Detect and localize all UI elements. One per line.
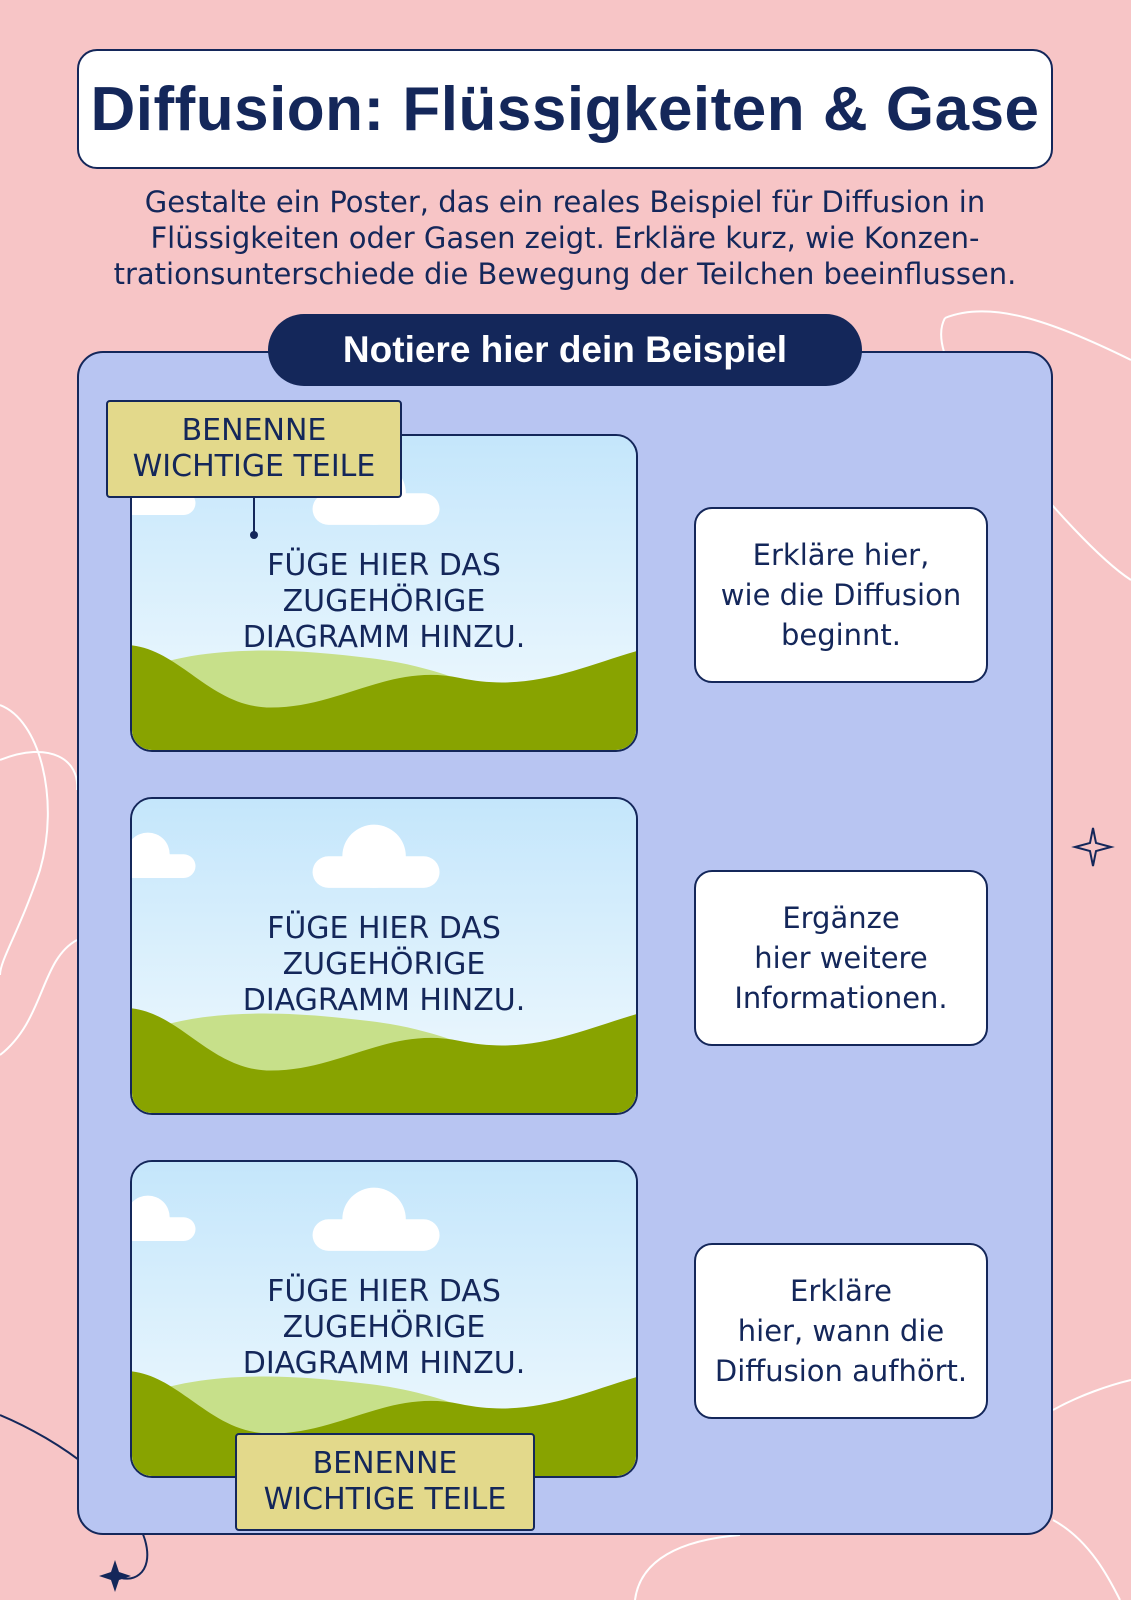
cloud-icon [312, 824, 440, 888]
panel-heading: Notiere hier dein Beispiel [342, 329, 788, 370]
intro-line: Flüssigkeiten oder Gasen zeigt. Erkläre … [150, 221, 980, 255]
page-title: Diffusion: Flüssigkeiten & Gase [90, 74, 1040, 144]
sparkle-icon [1071, 827, 1115, 867]
note-box-stop[interactable]: Erkläre hier, wann die Diffusion aufhört… [694, 1243, 988, 1419]
label-tag-1: BENENNE WICHTIGE TEILE [106, 400, 402, 498]
diagram-placeholder-2[interactable]: FÜGE HIER DAS ZUGEHÖRIGE DIAGRAMM HINZU. [130, 797, 638, 1115]
note-box-info[interactable]: Ergänze hier weitere Informationen. [694, 870, 988, 1046]
title-box: Diffusion: Flüssigkeiten & Gase [77, 49, 1053, 169]
landscape-illustration [132, 799, 636, 1113]
intro-line: Gestalte ein Poster, das ein reales Beis… [144, 185, 986, 219]
panel-heading-tab: Notiere hier dein Beispiel [268, 314, 862, 386]
cloud-icon [312, 1187, 440, 1251]
label-tag-2: BENENNE WICHTIGE TEILE [235, 1433, 535, 1531]
diagram-instruction: FÜGE HIER DAS ZUGEHÖRIGE DIAGRAMM HINZU. [242, 1274, 526, 1381]
diagram-instruction: FÜGE HIER DAS ZUGEHÖRIGE DIAGRAMM HINZU. [242, 911, 526, 1018]
note-box-start[interactable]: Erkläre hier, wie die Diffusion beginnt. [694, 507, 988, 683]
diagram-placeholder-3[interactable]: FÜGE HIER DAS ZUGEHÖRIGE DIAGRAMM HINZU. [130, 1160, 638, 1478]
diagram-instruction: FÜGE HIER DAS ZUGEHÖRIGE DIAGRAMM HINZU. [242, 548, 526, 655]
intro-line: trationsunterschiede die Bewegung der Te… [113, 257, 1017, 291]
intro-text: Gestalte ein Poster, das ein reales Beis… [70, 184, 1060, 292]
